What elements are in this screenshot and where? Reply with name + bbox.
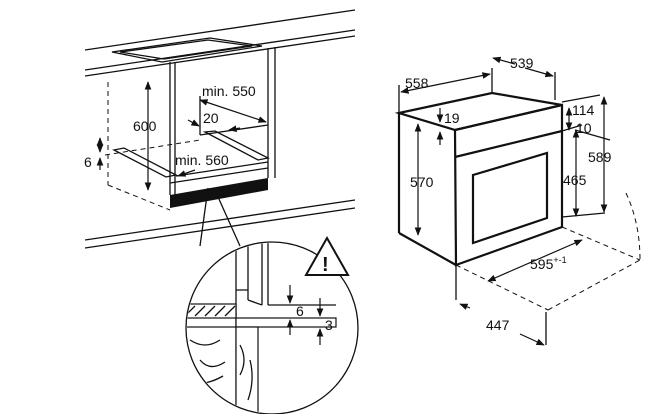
hob [111,37,263,63]
label-front-width: 595+-1 [530,255,567,272]
plinth [170,178,268,208]
label-detail-gap-top: 6 [296,303,304,319]
oven-drawing: 558 539 19 570 114 10 589 465 595+-1 447 [394,55,641,346]
label-body-height: 570 [410,174,434,190]
cabinet-drawing: 600 6 min. 550 20 min. 560 [84,9,356,249]
label-panel-height: 114 [572,102,595,118]
label-depth-body: 539 [510,55,534,71]
label-depth-min: min. 550 [202,83,256,99]
label-width-min: min. 560 [175,152,229,168]
detail-magnifier: 6 3 ! [185,235,359,414]
label-panel-gap: 10 [576,120,592,136]
label-front-height: 589 [588,149,612,165]
label-detail-gap-bottom: 3 [325,317,333,333]
label-rear-gap: 20 [203,110,219,126]
warning-icon: ! [304,235,350,276]
label-depth-total: 558 [405,75,429,91]
label-cabinet-height: 600 [133,118,157,134]
svg-text:!: ! [322,254,329,276]
label-top-offset: 19 [444,110,460,126]
label-door-swing: 447 [486,317,510,333]
label-side-gap: 6 [84,154,92,170]
label-door-height: 465 [563,172,587,188]
